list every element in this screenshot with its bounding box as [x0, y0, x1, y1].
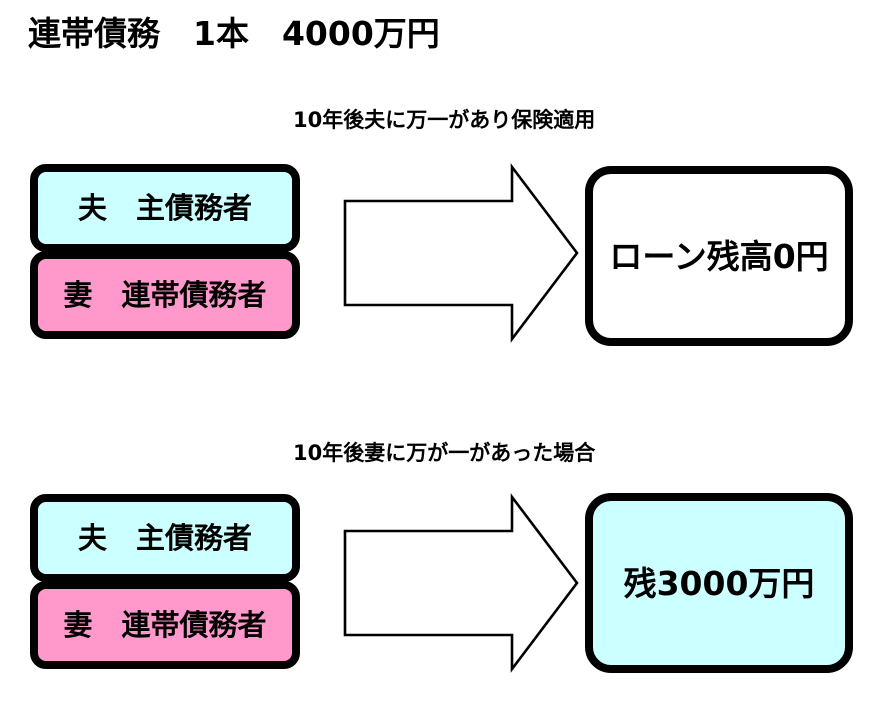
- flow-arrow-row-1: [341, 163, 581, 343]
- row-caption-scenario-2: 10年後妻に万が一があった場合: [293, 441, 596, 465]
- party-box-husband-row-1: 夫 主債務者: [30, 164, 300, 252]
- party-box-wife-row-1: 妻 連帯債務者: [30, 251, 300, 339]
- party-box-husband-row-2: 夫 主債務者: [30, 494, 300, 582]
- party-box-wife-row-2: 妻 連帯債務者: [30, 581, 300, 669]
- page-title: 連帯債務 1本 4000万円: [28, 14, 440, 53]
- row-caption-scenario-1: 10年後夫に万一があり保険適用: [293, 108, 596, 132]
- party-group-row-2: 夫 主債務者 妻 連帯債務者: [30, 494, 300, 669]
- party-group-row-1: 夫 主債務者 妻 連帯債務者: [30, 164, 300, 339]
- result-box-row-2: 残3000万円: [585, 493, 853, 673]
- result-box-row-1: ローン残高0円: [585, 166, 853, 346]
- flow-arrow-row-2: [341, 493, 581, 673]
